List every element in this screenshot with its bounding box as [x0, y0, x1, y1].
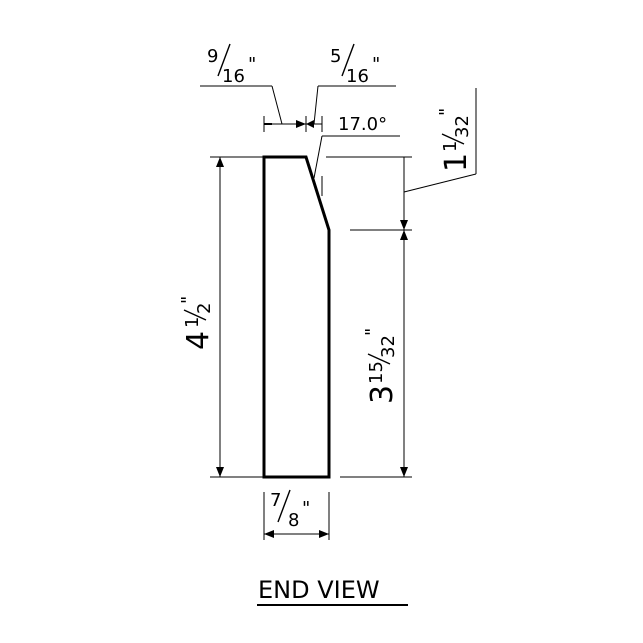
- dim-lower-num: 15: [366, 361, 387, 384]
- width-dimension: [263, 492, 330, 540]
- dim-height-den: 2: [194, 303, 215, 314]
- dim-top-right-num: 5: [330, 46, 341, 67]
- dim-height-unit: ": [178, 296, 199, 304]
- dim-top-left-unit: ": [248, 54, 256, 75]
- dim-upper-den: 32: [452, 115, 473, 138]
- title-block: END VIEW: [257, 576, 408, 606]
- arrow-width-right: [319, 530, 329, 538]
- angle-callout: 17.0°: [313, 114, 400, 196]
- angle-label: 17.0°: [338, 114, 387, 135]
- dim-height-num: 1: [182, 317, 203, 328]
- dim-height-whole: 4: [181, 331, 216, 350]
- dim-top-left: 9 16 ": [207, 43, 256, 87]
- height-dimension: [210, 156, 264, 478]
- right-dimension-lines: [326, 88, 477, 478]
- dim-top-right-den: 16: [346, 66, 369, 87]
- arrow-5-16: [306, 120, 314, 128]
- arrow-lower-top: [400, 230, 408, 240]
- dim-upper-unit: ": [436, 108, 457, 116]
- dim-height: 4 1 2 ": [178, 296, 216, 350]
- dim-lower-den: 32: [378, 335, 399, 358]
- top-dimension-lines: [200, 85, 396, 132]
- dim-top-left-num: 9: [207, 46, 218, 67]
- dim-lower-whole: 3: [365, 385, 400, 404]
- arrow-upper-bottom: [400, 220, 408, 230]
- dim-upper-whole: 1: [439, 153, 474, 172]
- arrow-width-left: [264, 530, 274, 538]
- arrow-height-top: [216, 157, 224, 167]
- arrow-lower-bottom: [400, 467, 408, 477]
- dim-width-unit: ": [302, 498, 310, 519]
- dim-top-left-den: 16: [222, 66, 245, 87]
- dim-top-right: 5 16 ": [330, 43, 380, 87]
- arrow-9-16: [296, 120, 306, 128]
- dim-lower-unit: ": [362, 328, 383, 336]
- dim-upper: 1 1 32 ": [436, 108, 474, 172]
- dim-lower: 3 15 32 ": [362, 328, 400, 404]
- part-profile: [262, 155, 331, 479]
- arrow-height-bottom: [216, 467, 224, 477]
- dim-top-right-unit: ": [372, 54, 380, 75]
- dim-width-num: 7: [270, 490, 281, 511]
- view-title: END VIEW: [258, 576, 380, 604]
- dim-upper-num: 1: [440, 141, 461, 152]
- dim-width-den: 8: [288, 510, 299, 531]
- dim-width: 7 8 ": [270, 489, 310, 531]
